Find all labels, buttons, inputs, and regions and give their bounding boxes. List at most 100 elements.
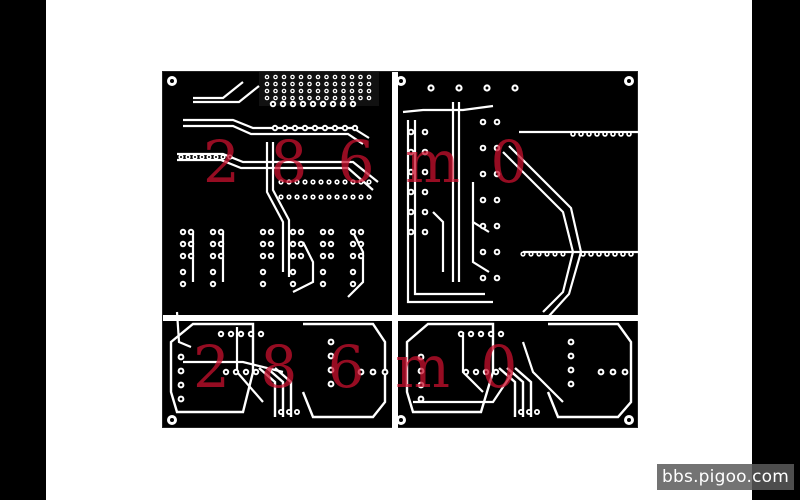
- pad-hole: [457, 86, 461, 90]
- pad-hole: [359, 180, 363, 184]
- pad-hole: [261, 270, 265, 274]
- pad-hole: [495, 146, 499, 150]
- pad-hole: [279, 410, 283, 414]
- pad-hole: [279, 180, 283, 184]
- pad-hole: [283, 126, 287, 130]
- pad-hole: [239, 332, 243, 336]
- pad-hole: [329, 242, 333, 246]
- pad-hole: [211, 254, 215, 258]
- pad-hole: [319, 195, 323, 199]
- pad-hole: [321, 270, 325, 274]
- pad-hole: [261, 242, 265, 246]
- pad-hole: [495, 250, 499, 254]
- pad-hole: [489, 332, 493, 336]
- pad-hole: [481, 276, 485, 280]
- pad-hole: [359, 83, 362, 85]
- pad-hole: [599, 370, 603, 374]
- pad-hole: [219, 230, 223, 234]
- pad-hole: [351, 102, 355, 106]
- pad-hole: [351, 282, 355, 286]
- pad-hole: [300, 97, 302, 99]
- pad-hole: [254, 370, 258, 374]
- pad-hole: [308, 90, 311, 92]
- pad-hole: [409, 150, 413, 154]
- pad-hole: [327, 195, 331, 199]
- pad-hole: [479, 332, 483, 336]
- pad-hole: [293, 126, 297, 130]
- pad-hole: [303, 180, 307, 184]
- pad-hole: [359, 242, 363, 246]
- pad-hole: [325, 83, 328, 85]
- pad-hole: [481, 250, 485, 254]
- pad-hole: [474, 370, 478, 374]
- pad-hole: [409, 210, 413, 214]
- pad-hole: [409, 130, 413, 134]
- pad-hole: [291, 254, 295, 258]
- pad-hole: [229, 332, 233, 336]
- pad-hole: [494, 370, 498, 374]
- pad-hole: [629, 252, 633, 256]
- pad-hole: [317, 97, 319, 99]
- pad-hole: [368, 97, 370, 99]
- pad-hole: [323, 126, 327, 130]
- pad-hole: [359, 254, 363, 258]
- board-split: [392, 72, 398, 429]
- pad-hole: [334, 97, 336, 99]
- pad-hole: [274, 83, 277, 85]
- pad-hole: [261, 282, 265, 286]
- pad-hole: [351, 242, 355, 246]
- pad-hole: [189, 254, 193, 258]
- pad-hole: [521, 252, 525, 256]
- pad-hole: [359, 76, 362, 78]
- pad-hole: [266, 76, 268, 78]
- pad-hole: [261, 254, 265, 258]
- pad-hole: [619, 132, 623, 136]
- pad-hole: [303, 126, 307, 130]
- pad-hole: [244, 370, 248, 374]
- pad-hole: [343, 195, 347, 199]
- pad-hole: [271, 102, 275, 106]
- pad-hole: [343, 126, 347, 130]
- pad-hole: [329, 230, 333, 234]
- pad-hole: [193, 155, 197, 159]
- pad-hole: [181, 282, 185, 286]
- overlay-text-top: 2 8 6 m 0: [203, 128, 533, 196]
- pad-hole: [266, 90, 268, 92]
- pad-hole: [484, 370, 488, 374]
- pad-hole: [321, 242, 325, 246]
- pad-hole: [327, 180, 331, 184]
- pad-hole: [321, 254, 325, 258]
- pad-hole: [333, 126, 337, 130]
- pad-hole: [189, 242, 193, 246]
- pad-hole: [266, 83, 268, 85]
- pad-hole: [605, 252, 609, 256]
- pad-hole: [329, 354, 333, 358]
- pad-hole: [429, 86, 433, 90]
- pad-hole: [283, 83, 285, 85]
- pad-hole: [325, 90, 328, 92]
- pad-hole: [495, 198, 499, 202]
- pad-hole: [343, 180, 347, 184]
- overlay-text-bottom: 2 8 6 m 0: [193, 333, 523, 401]
- pad-hole: [419, 355, 423, 359]
- pad-hole: [299, 254, 303, 258]
- pad-hole: [321, 102, 325, 106]
- pad-hole: [469, 332, 473, 336]
- pad-hole: [579, 132, 583, 136]
- pad-hole: [295, 410, 299, 414]
- pad-hole: [423, 230, 427, 234]
- pad-hole: [291, 90, 294, 92]
- lower-separator: [163, 315, 639, 321]
- pad-hole: [311, 195, 315, 199]
- pad-hole: [259, 332, 263, 336]
- pad-hole: [329, 368, 333, 372]
- pad-hole: [228, 155, 232, 159]
- pad-hole: [351, 195, 355, 199]
- pad-hole: [303, 195, 307, 199]
- pad-hole: [291, 242, 295, 246]
- pad-hole: [334, 90, 336, 92]
- pad-hole: [459, 332, 463, 336]
- pad-hole: [179, 397, 183, 401]
- pad-hole: [513, 86, 517, 90]
- pad-hole: [300, 76, 302, 78]
